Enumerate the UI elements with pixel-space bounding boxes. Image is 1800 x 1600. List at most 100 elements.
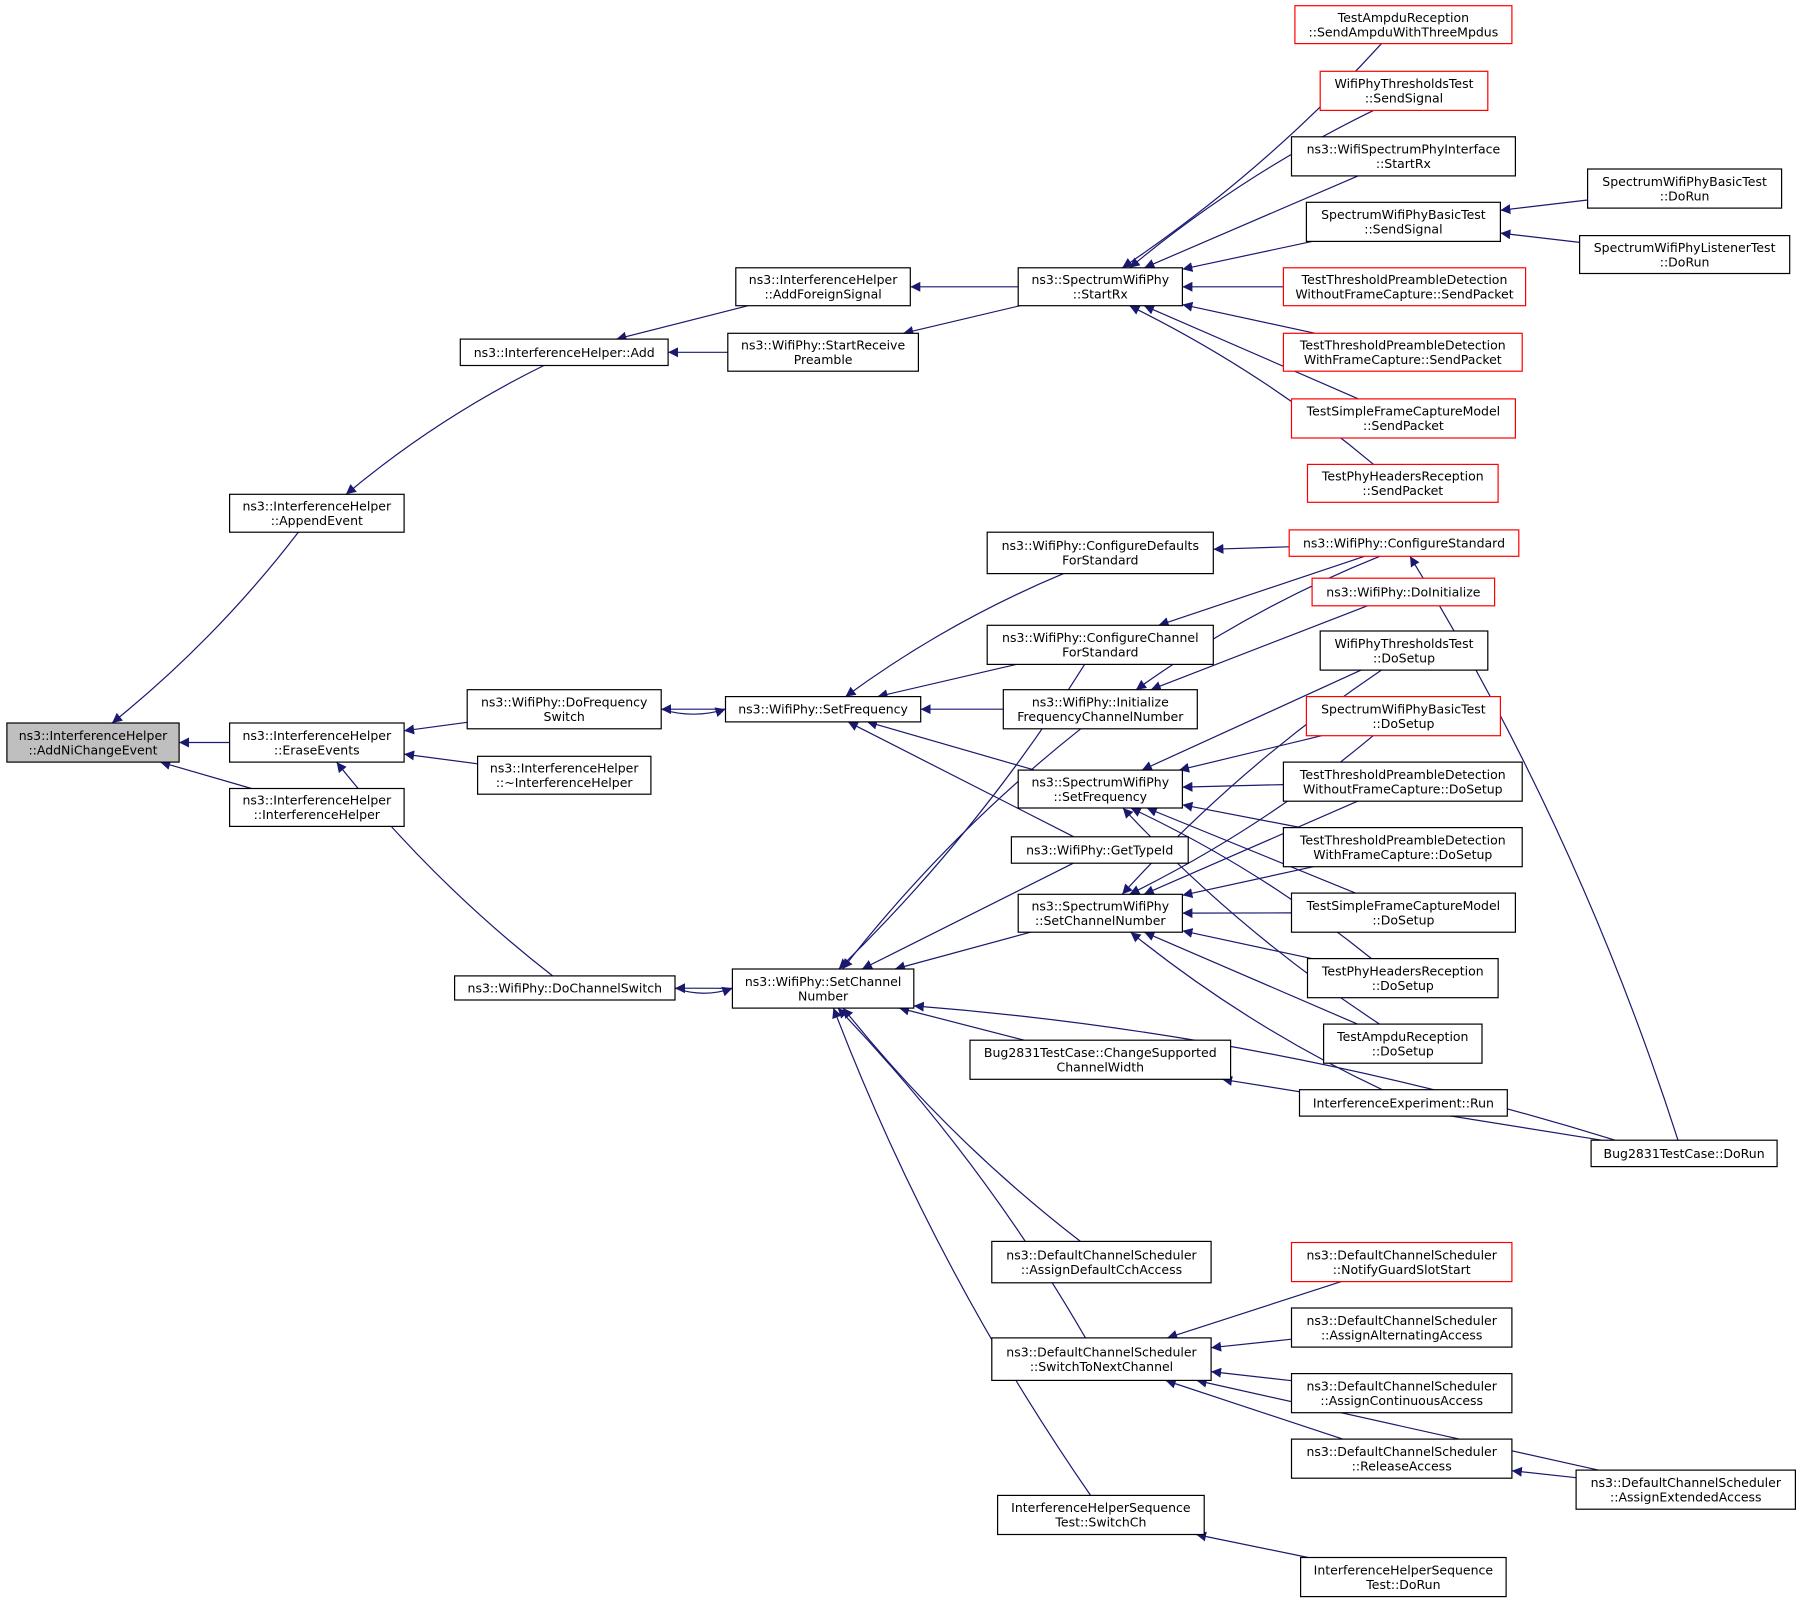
node-appendevent[interactable]: ns3::InterferenceHelper::AppendEvent xyxy=(229,493,405,533)
node-interfexprun[interactable]: InterferenceExperiment::Run xyxy=(1298,1089,1508,1117)
node-box xyxy=(1305,201,1502,243)
node-label: ::AssignDefaultCchAccess xyxy=(1021,1262,1182,1277)
node-box xyxy=(6,722,180,763)
node-tsfcsetup[interactable]: TestSimpleFrameCaptureModel::DoSetup xyxy=(1290,892,1516,933)
node-label: TestAmpduReception xyxy=(1336,1029,1468,1044)
edge-doinit-to-initfreqchan xyxy=(1150,605,1368,691)
node-dcsalternating[interactable]: ns3::DefaultChannelScheduler::AssignAlte… xyxy=(1290,1307,1513,1348)
edge-specsetfreq-to-setfreq xyxy=(866,719,1035,771)
node-swpbsendsig[interactable]: SpectrumWifiPhyBasicTest::SendSignal xyxy=(1305,201,1502,243)
node-tpdwfcsend[interactable]: TestThresholdPreambleDetectionWithFrameC… xyxy=(1282,332,1523,372)
node-setchan[interactable]: ns3::WifiPhy::SetChannelNumber xyxy=(731,968,915,1009)
node-label: ns3::WifiPhy::DoChannelSwitch xyxy=(468,980,663,995)
node-box xyxy=(1290,892,1516,933)
node-label: InterferenceHelperSequence xyxy=(1314,1562,1494,1577)
node-addni[interactable]: ns3::InterferenceHelper::AddNiChangeEven… xyxy=(6,722,180,763)
node-doinit[interactable]: ns3::WifiPhy::DoInitialize xyxy=(1311,577,1496,607)
node-tpdwfcsetup[interactable]: TestThresholdPreambleDetectionWithFrameC… xyxy=(1282,826,1523,868)
node-dcscontinuous[interactable]: ns3::DefaultChannelScheduler::AssignCont… xyxy=(1290,1372,1513,1414)
node-thrdosetup[interactable]: WifiPhyThresholdsTest::DoSetup xyxy=(1319,630,1489,671)
node-label: ns3::SpectrumWifiPhy xyxy=(1031,272,1169,287)
node-tpdwofcsetup[interactable]: TestThresholdPreambleDetectionWithoutFra… xyxy=(1282,761,1523,802)
node-setfreq[interactable]: ns3::WifiPhy::SetFrequency xyxy=(724,695,922,723)
node-bugdorun[interactable]: Bug2831TestCase::DoRun xyxy=(1590,1139,1778,1168)
node-box xyxy=(229,787,405,828)
node-dochanswitch[interactable]: ns3::WifiPhy::DoChannelSwitch xyxy=(454,975,676,1001)
node-label: ns3::WifiPhy::ConfigureDefaults xyxy=(1002,538,1199,553)
node-dcsdefaultcch[interactable]: ns3::DefaultChannelScheduler::AssignDefa… xyxy=(991,1240,1212,1284)
node-box xyxy=(996,1494,1205,1536)
node-tpdwofcsend[interactable]: TestThresholdPreambleDetectionWithoutFra… xyxy=(1282,267,1527,307)
edge-ihdtor-to-eraseevents xyxy=(404,750,478,765)
node-cfgchannel[interactable]: ns3::WifiPhy::ConfigureChannelForStandar… xyxy=(986,624,1214,665)
node-label: ns3::SpectrumWifiPhy xyxy=(1031,899,1169,914)
node-swpbdorun[interactable]: SpectrumWifiPhyBasicTest::DoRun xyxy=(1586,168,1783,209)
node-ihctor[interactable]: ns3::InterferenceHelper::InterferenceHel… xyxy=(229,787,405,828)
node-label: ns3::WifiPhy::ConfigureStandard xyxy=(1303,536,1505,551)
node-gettypeid[interactable]: ns3::WifiPhy::GetTypeId xyxy=(1010,836,1189,864)
node-label: ns3::InterferenceHelper xyxy=(19,728,168,743)
node-label: ::AppendEvent xyxy=(271,513,363,528)
edge-dcsextended-to-dcsrelease xyxy=(1511,1466,1577,1479)
node-tphsetup[interactable]: TestPhyHeadersReception::DoSetup xyxy=(1306,957,1499,999)
node-ampdusetup[interactable]: TestAmpduReception::DoSetup xyxy=(1322,1023,1483,1064)
node-label: ::DoSetup xyxy=(1372,1043,1434,1058)
node-label: ::SetChannelNumber xyxy=(1035,913,1166,928)
node-ampdusend[interactable]: TestAmpduReception::SendAmpduWithThreeMp… xyxy=(1294,5,1513,45)
node-swpbdosetup[interactable]: SpectrumWifiPhyBasicTest::DoSetup xyxy=(1305,695,1502,737)
node-thrsendsig[interactable]: WifiPhyThresholdsTest::SendSignal xyxy=(1319,70,1489,112)
node-bugchangewidth[interactable]: Bug2831TestCase::ChangeSupportedChannelW… xyxy=(969,1039,1232,1080)
node-box xyxy=(1290,1438,1513,1479)
edge-initfreqchan-to-setchan xyxy=(842,728,1082,970)
node-label: ns3::DefaultChannelScheduler xyxy=(1006,1344,1197,1359)
edge-cfgstandard-to-cfgchannel xyxy=(1158,555,1365,627)
node-cfgdefaults[interactable]: ns3::WifiPhy::ConfigureDefaultsForStanda… xyxy=(986,531,1214,575)
node-specsetchan[interactable]: ns3::SpectrumWifiPhy::SetChannelNumber xyxy=(1017,893,1184,933)
node-tphsend[interactable]: TestPhyHeadersReception::SendPacket xyxy=(1306,463,1499,503)
node-box xyxy=(1288,529,1520,557)
node-specstartrx[interactable]: ns3::SpectrumWifiPhy::StartRx xyxy=(1017,267,1184,307)
node-label: WithFrameCapture::SendPacket xyxy=(1304,352,1502,367)
node-label: ::SendAmpduWithThreeMpdus xyxy=(1309,25,1499,40)
node-specsetfreq[interactable]: ns3::SpectrumWifiPhy::SetFrequency xyxy=(1017,769,1184,809)
node-cfgstandard[interactable]: ns3::WifiPhy::ConfigureStandard xyxy=(1288,529,1520,557)
node-eraseevents[interactable]: ns3::InterferenceHelper::EraseEvents xyxy=(229,722,405,763)
node-swpldorun[interactable]: SpectrumWifiPhyListenerTest::DoRun xyxy=(1578,235,1791,275)
edge-dcscontinuous-to-dcsswitchnext xyxy=(1211,1367,1292,1382)
node-label: Switch xyxy=(544,709,585,724)
node-label: ForStandard xyxy=(1062,645,1138,660)
node-box xyxy=(1590,1139,1778,1168)
node-label: FrequencyChannelNumber xyxy=(1017,709,1184,724)
node-ihadd[interactable]: ns3::InterferenceHelper::Add xyxy=(459,338,669,367)
node-box xyxy=(1575,1469,1796,1510)
node-dcsextended[interactable]: ns3::DefaultChannelScheduler::AssignExte… xyxy=(1575,1469,1796,1510)
edge-cfgdefaults-to-setfreq xyxy=(845,573,1064,698)
node-box xyxy=(1282,761,1523,802)
node-dcsnotifyguard[interactable]: ns3::DefaultChannelScheduler::NotifyGuar… xyxy=(1290,1241,1513,1283)
node-label: SpectrumWifiPhyBasicTest xyxy=(1321,701,1486,716)
edges-layer xyxy=(111,43,1679,1559)
node-addforeign[interactable]: ns3::InterferenceHelper::AddForeignSigna… xyxy=(735,267,911,307)
node-label: ::ReleaseAccess xyxy=(1352,1458,1452,1473)
node-initfreqchan[interactable]: ns3::WifiPhy::InitializeFrequencyChannel… xyxy=(1002,689,1198,730)
node-dcsswitchnext[interactable]: ns3::DefaultChannelScheduler::SwitchToNe… xyxy=(991,1337,1212,1382)
node-box xyxy=(735,267,911,307)
node-wsiface[interactable]: ns3::WifiSpectrumPhyInterface::StartRx xyxy=(1290,136,1516,177)
node-tsfcsend[interactable]: TestSimpleFrameCaptureModel::SendPacket xyxy=(1290,398,1516,439)
node-label: ::SetFrequency xyxy=(1054,789,1148,804)
edge-dcsdefaultcch-to-setchan xyxy=(842,1007,1081,1242)
node-dcsrelease[interactable]: ns3::DefaultChannelScheduler::ReleaseAcc… xyxy=(1290,1438,1513,1479)
node-ihdtor[interactable]: ns3::InterferenceHelper::~InterferenceHe… xyxy=(477,755,652,795)
node-label: ::StartRx xyxy=(1376,156,1431,171)
edge-gettypeid-to-setchan xyxy=(861,862,1074,970)
node-label: ::AssignExtendedAccess xyxy=(1610,1489,1762,1504)
node-label: ::SendPacket xyxy=(1362,483,1443,498)
node-label: WifiPhyThresholdsTest xyxy=(1334,76,1473,91)
node-label: ::SendPacket xyxy=(1363,418,1444,433)
edge-bugdorun-to-setchan xyxy=(913,1001,1616,1141)
node-box xyxy=(731,968,915,1009)
